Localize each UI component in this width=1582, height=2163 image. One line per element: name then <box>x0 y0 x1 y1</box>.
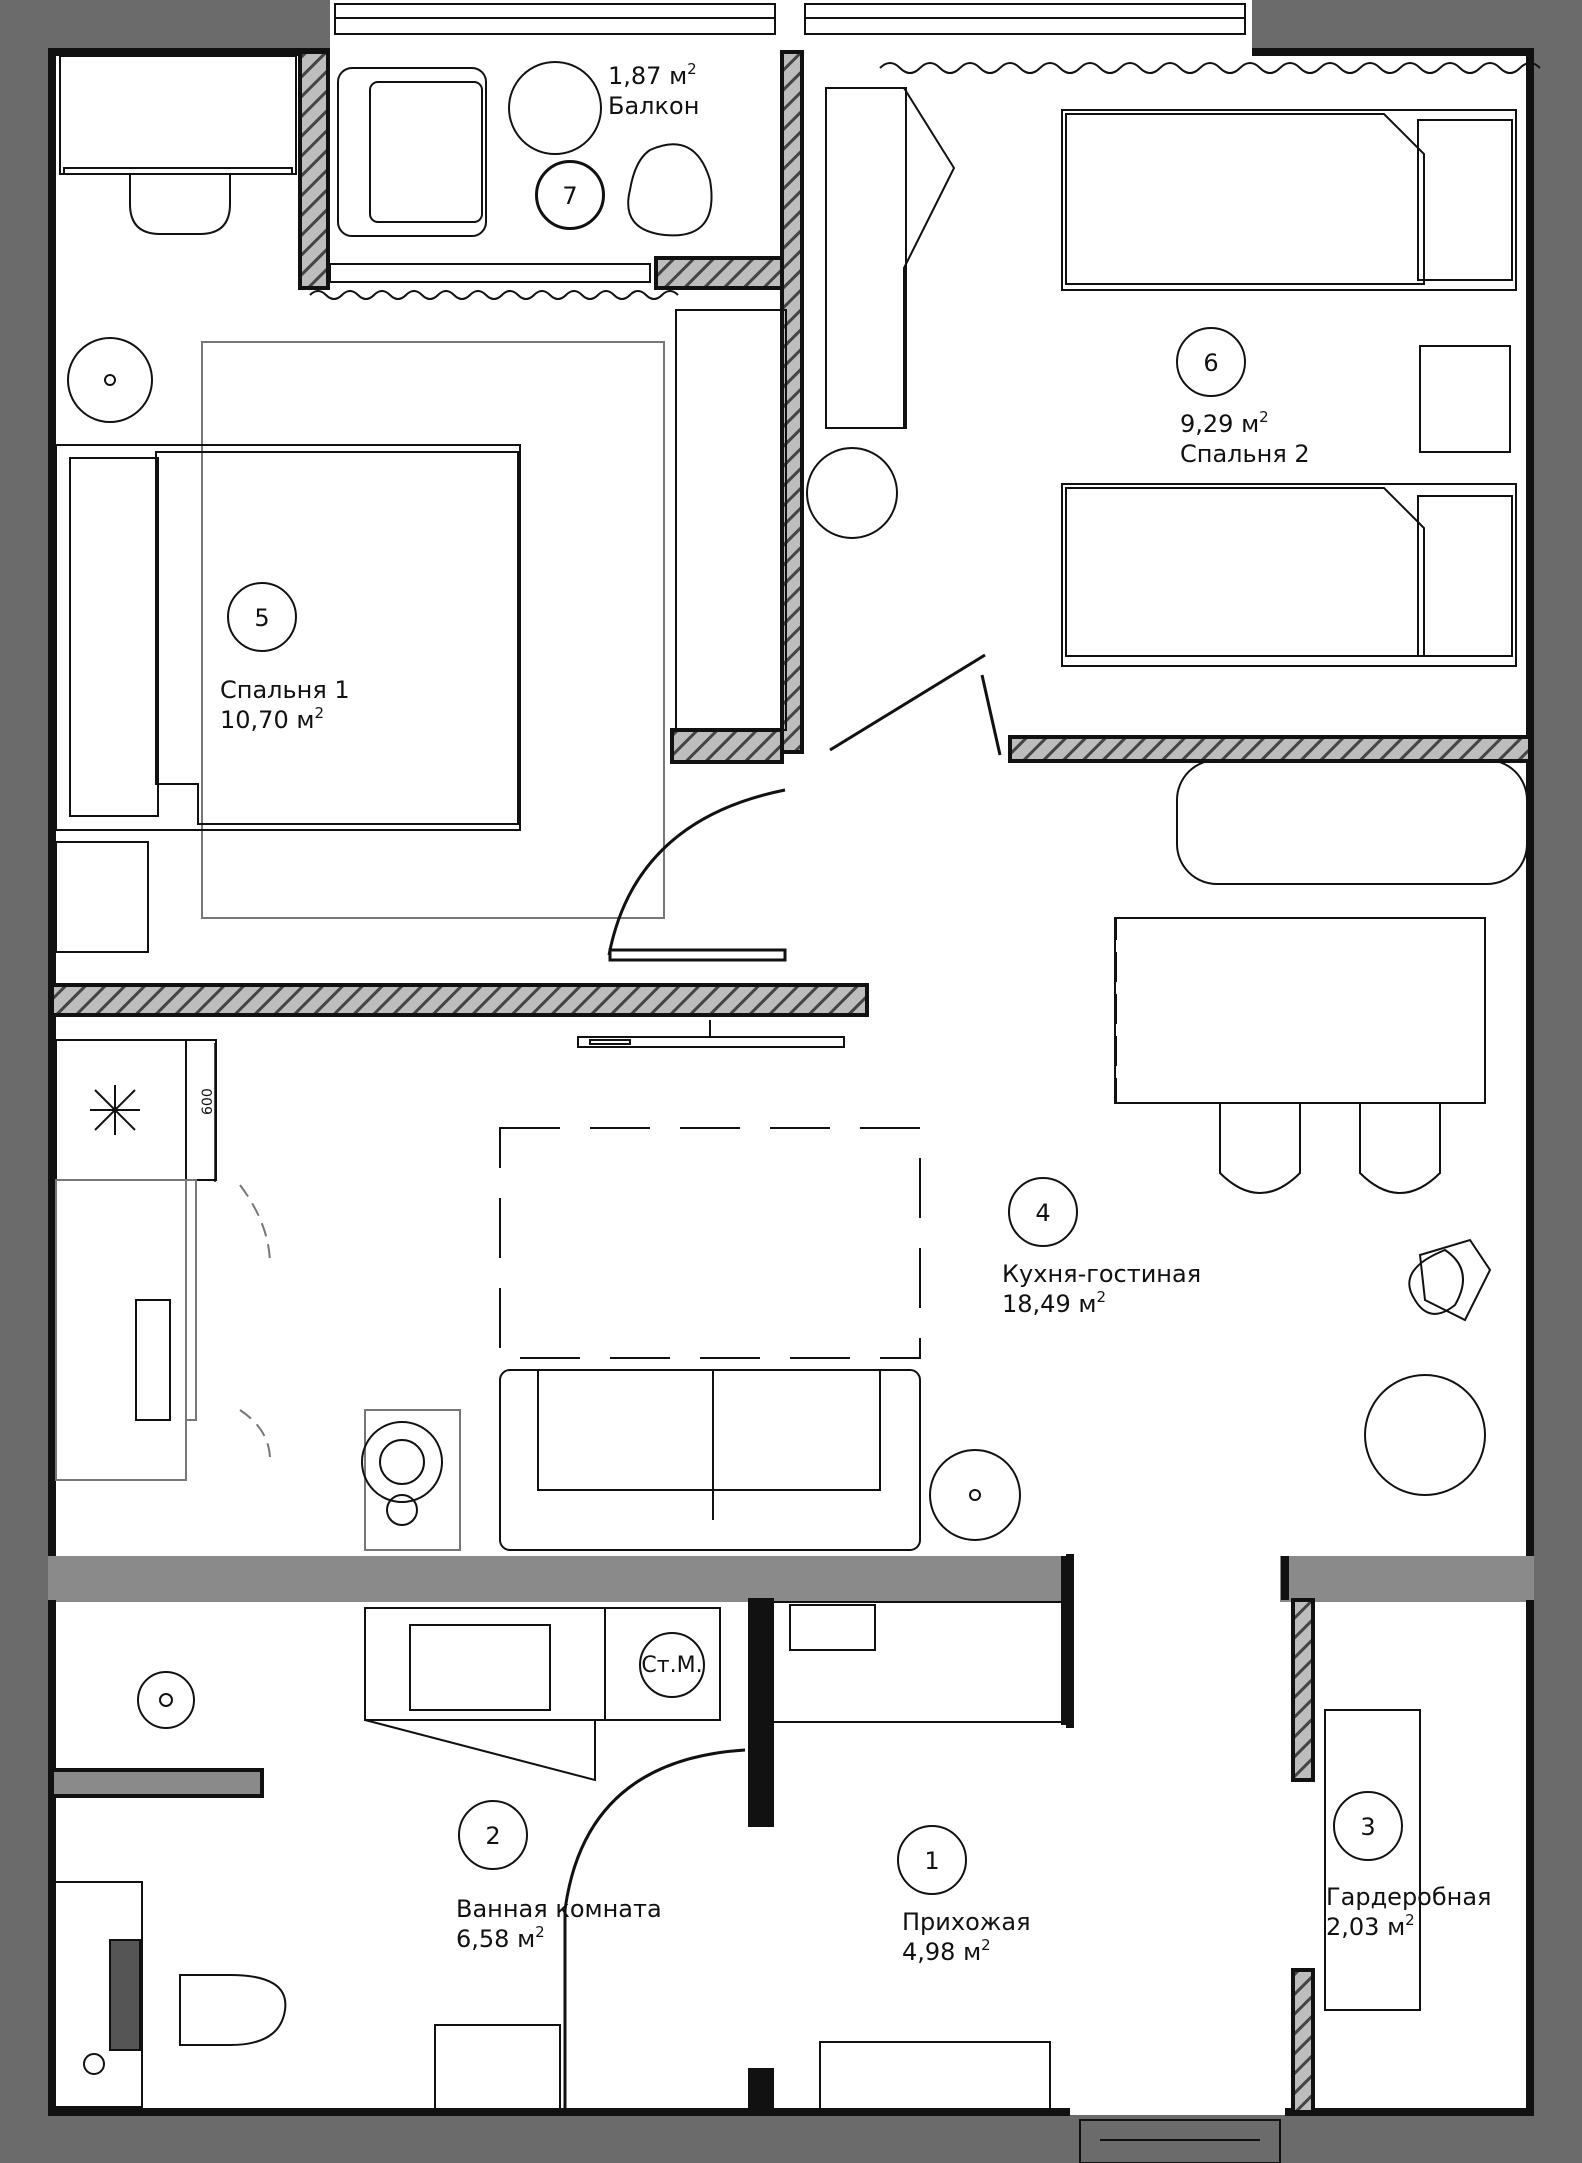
room-number-circle <box>227 582 297 652</box>
room-area-unit-superscript: 2 <box>1096 1288 1106 1306</box>
room-area-value: 2,03 м <box>1326 1913 1405 1941</box>
room-number: 6 <box>1203 349 1218 377</box>
room-area: 1,87 м2 <box>608 60 697 90</box>
room-name: Спальня 1 <box>220 676 350 704</box>
room-name: Прихожая <box>902 1908 1031 1936</box>
room-area-unit-superscript: 2 <box>1405 1911 1415 1929</box>
bedroom2-furniture <box>806 87 1528 885</box>
washer-label: Ст.М. <box>641 1653 702 1678</box>
room-area-unit-superscript: 2 <box>687 60 697 78</box>
bedroom1-furniture <box>55 55 787 953</box>
room-number-circle <box>1008 1177 1078 1247</box>
room-number: 2 <box>485 1822 500 1850</box>
room-area-unit-superscript: 2 <box>314 704 324 722</box>
room-area-value: 6,58 м <box>456 1925 535 1953</box>
tv-stand <box>577 1020 845 1048</box>
room-name: Ванная комната <box>456 1895 662 1923</box>
room-name: Балкон <box>608 92 699 120</box>
room-area-unit-superscript: 2 <box>1259 408 1269 426</box>
room-area: 10,70 м2 <box>220 704 324 734</box>
room-number-circle <box>458 1800 528 1870</box>
room-area-value: 18,49 м <box>1002 1290 1096 1318</box>
room-area: 2,03 м2 <box>1326 1911 1415 1941</box>
room-area: 6,58 м2 <box>456 1923 545 1953</box>
room-number: 4 <box>1035 1199 1050 1227</box>
room-area: 4,98 м2 <box>902 1936 991 1966</box>
bathroom-furniture <box>51 1607 1051 2113</box>
room-number: 5 <box>254 604 269 632</box>
interior-walls <box>50 50 1532 2114</box>
room-number: 3 <box>1360 1813 1375 1841</box>
dimension-600-label: 600 <box>200 1088 216 1115</box>
curtains <box>309 62 1541 300</box>
room-name: Кухня-гостиная <box>1002 1260 1201 1288</box>
room-area-unit-superscript: 2 <box>535 1923 545 1941</box>
kitchen-furniture <box>55 917 1492 1551</box>
room-area: 18,49 м2 <box>1002 1288 1106 1318</box>
room-area-value: 1,87 м <box>608 62 687 90</box>
windows <box>329 3 1281 2163</box>
balcony-furniture <box>337 61 713 237</box>
dimension-annotation: 600 <box>200 1043 216 1182</box>
doors <box>563 653 1002 2112</box>
room-name: Гардеробная <box>1326 1883 1492 1911</box>
hallway-wardrobe <box>771 1601 1421 2011</box>
room-number-circle <box>1333 1791 1403 1861</box>
room-name: Спальня 2 <box>1180 440 1310 468</box>
room-number: 7 <box>562 182 577 210</box>
room-number-circle <box>1176 327 1246 397</box>
room-area: 9,29 м2 <box>1180 408 1269 438</box>
room-area-unit-superscript: 2 <box>981 1936 991 1954</box>
room-number-circle <box>897 1825 967 1895</box>
room-area-value: 10,70 м <box>220 706 314 734</box>
room-area-value: 9,29 м <box>1180 410 1259 438</box>
room-area-value: 4,98 м <box>902 1938 981 1966</box>
room-number: 1 <box>924 1847 939 1875</box>
room-number-circle <box>535 160 605 230</box>
